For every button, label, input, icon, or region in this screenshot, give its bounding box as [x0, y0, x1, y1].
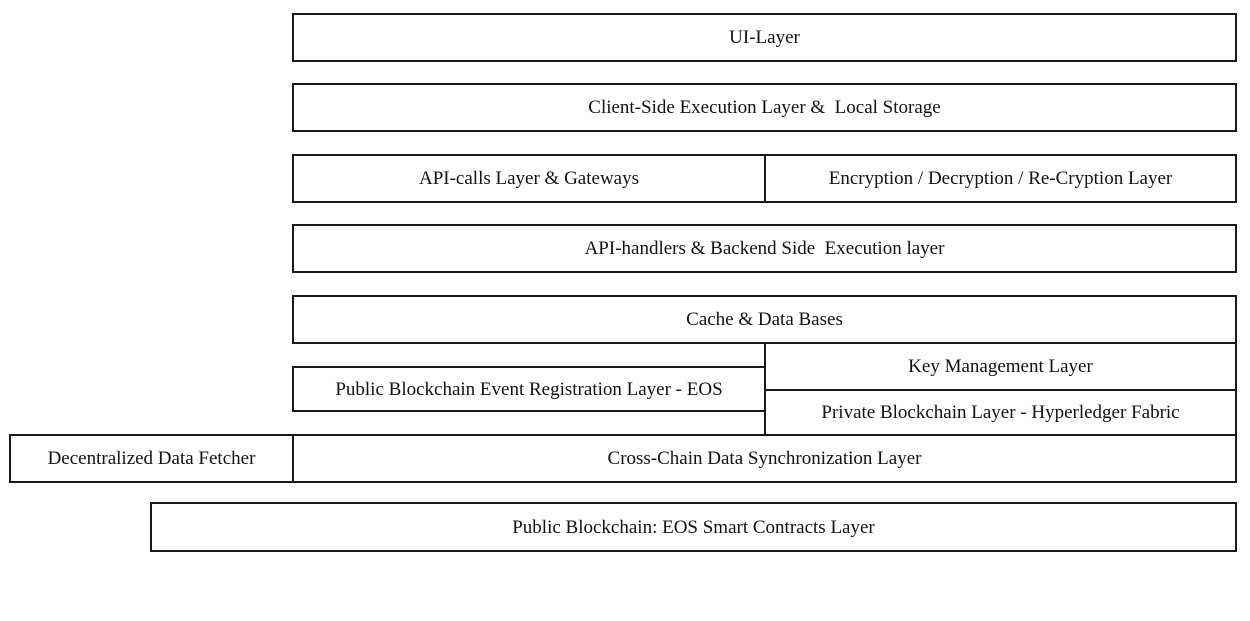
api-calls-layer-box: API-calls Layer & Gateways [292, 154, 766, 203]
api-handlers-layer-box: API-handlers & Backend Side Execution la… [292, 224, 1237, 273]
cache-databases-label: Cache & Data Bases [686, 309, 843, 330]
encryption-layer-label: Encryption / Decryption / Re-Cryption La… [828, 168, 1173, 189]
key-management-layer-box: Key Management Layer [764, 342, 1237, 391]
api-handlers-layer-label: API-handlers & Backend Side Execution la… [584, 238, 945, 259]
decentralized-data-fetcher-label: Decentralized Data Fetcher [47, 448, 256, 469]
key-management-layer-label: Key Management Layer [908, 356, 1093, 377]
ui-layer-box: UI-Layer [292, 13, 1237, 62]
public-blockchain-event-registration-label: Public Blockchain Event Registration Lay… [335, 378, 723, 400]
client-side-execution-layer-label: Client-Side Execution Layer & Local Stor… [588, 97, 941, 118]
eos-smart-contracts-layer-box: Public Blockchain: EOS Smart Contracts L… [150, 502, 1237, 552]
cross-chain-sync-layer-box: Cross-Chain Data Synchronization Layer [292, 434, 1237, 483]
public-blockchain-event-registration-box: Public Blockchain Event Registration Lay… [292, 366, 766, 412]
cache-databases-box: Cache & Data Bases [292, 295, 1237, 344]
client-side-execution-layer-box: Client-Side Execution Layer & Local Stor… [292, 83, 1237, 132]
private-blockchain-layer-label: Private Blockchain Layer - Hyperledger F… [821, 402, 1180, 423]
private-blockchain-layer-box: Private Blockchain Layer - Hyperledger F… [764, 389, 1237, 436]
cross-chain-sync-layer-label: Cross-Chain Data Synchronization Layer [607, 448, 922, 469]
ui-layer-label: UI-Layer [729, 27, 800, 48]
decentralized-data-fetcher-box: Decentralized Data Fetcher [9, 434, 294, 483]
api-calls-layer-label: API-calls Layer & Gateways [418, 168, 639, 189]
encryption-layer-box: Encryption / Decryption / Re-Cryption La… [764, 154, 1237, 203]
eos-smart-contracts-layer-label: Public Blockchain: EOS Smart Contracts L… [512, 516, 875, 538]
